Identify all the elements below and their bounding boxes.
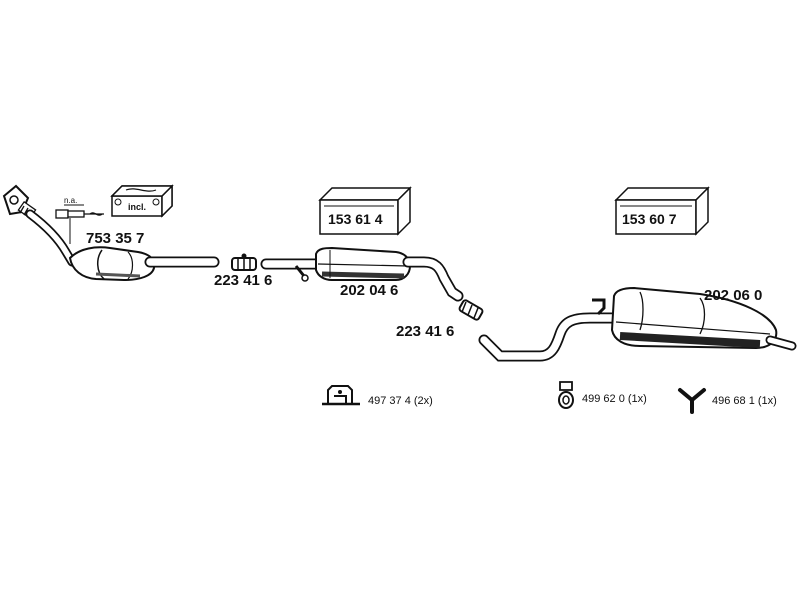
rear-box-label: 153 60 7 xyxy=(622,211,677,227)
rubber-ring-label: 499 62 0 (1x) xyxy=(582,393,647,405)
bracket-icon xyxy=(322,385,360,406)
clamp-rear-number: 223 41 6 xyxy=(396,323,455,340)
bracket-label: 497 37 4 (2x) xyxy=(368,395,433,407)
center-silencer-part xyxy=(260,246,464,302)
rubber-ring-icon xyxy=(558,381,574,409)
lambda-sensor-note: n.a. xyxy=(64,196,78,205)
rear-silencer-number: 202 06 0 xyxy=(704,287,763,304)
center-silencer-box xyxy=(318,186,412,236)
hanger-label: 496 68 1 (1x) xyxy=(712,395,777,407)
clamp-rear-part xyxy=(458,299,484,321)
gasket-kit-label: incl. xyxy=(128,202,147,212)
hanger-icon xyxy=(678,388,706,414)
gasket-kit-box xyxy=(110,184,174,218)
clamp-front-part xyxy=(231,253,257,271)
catalytic-converter-part xyxy=(2,184,220,282)
catalytic-converter-number: 753 35 7 xyxy=(86,230,145,247)
rear-silencer-part xyxy=(478,286,797,362)
rear-silencer-box xyxy=(614,186,710,236)
center-silencer-number: 202 04 6 xyxy=(340,282,399,299)
clamp-front-number: 223 41 6 xyxy=(214,272,273,289)
center-box-label: 153 61 4 xyxy=(328,211,383,227)
